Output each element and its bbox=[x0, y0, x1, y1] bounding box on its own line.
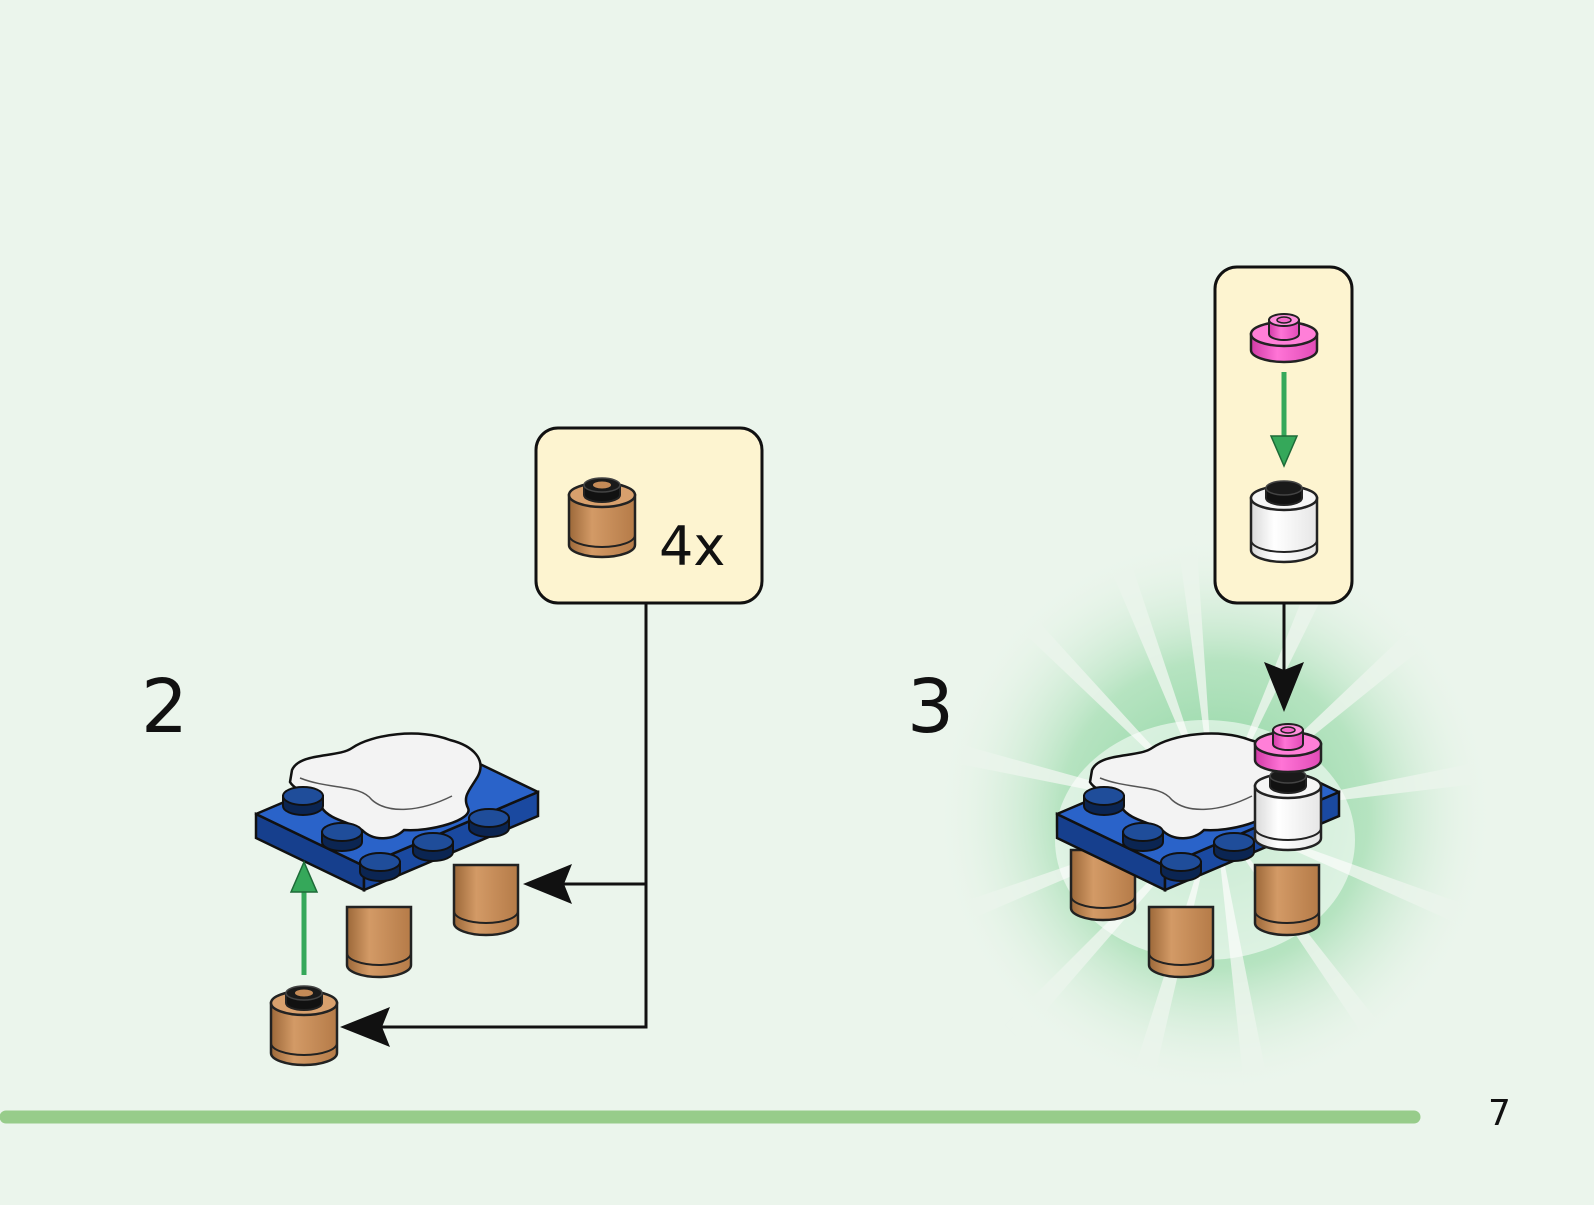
plate-stud bbox=[1083, 786, 1125, 816]
placement-arrow-right-icon bbox=[523, 864, 572, 904]
step-2-illustration bbox=[254, 426, 764, 1067]
plate-stud bbox=[1122, 822, 1164, 852]
step-2-parts-callout bbox=[534, 426, 764, 605]
placement-arrow-down-icon bbox=[1264, 662, 1304, 712]
plate-stud bbox=[468, 808, 510, 838]
plate-stud bbox=[321, 822, 363, 852]
table-leg bbox=[345, 905, 413, 979]
plate-stud bbox=[282, 786, 324, 816]
round-brick-1x1-white-icon bbox=[1253, 767, 1323, 852]
table-leg bbox=[1253, 863, 1321, 937]
callout-leader-line bbox=[372, 603, 648, 1029]
step-number: 2 bbox=[141, 664, 189, 750]
plate-stud bbox=[359, 852, 401, 882]
plate-stud bbox=[412, 832, 454, 862]
placement-arrow-bottom-icon bbox=[340, 1007, 390, 1047]
round-brick-1x1-tan-icon bbox=[567, 476, 637, 559]
round-brick-1x1-white-icon bbox=[1249, 479, 1319, 564]
part-quantity-label: 4x bbox=[659, 515, 726, 578]
step-3-illustration bbox=[935, 265, 1495, 1095]
plate-stud bbox=[1213, 832, 1255, 862]
table-leg bbox=[1147, 905, 1215, 979]
plate-stud bbox=[1160, 852, 1202, 882]
page-number: 7 bbox=[1488, 1093, 1511, 1134]
round-brick-1x1-tan-icon bbox=[269, 984, 339, 1067]
table-leg bbox=[452, 863, 520, 937]
white-cloth bbox=[288, 732, 482, 840]
step-number: 3 bbox=[907, 664, 955, 750]
